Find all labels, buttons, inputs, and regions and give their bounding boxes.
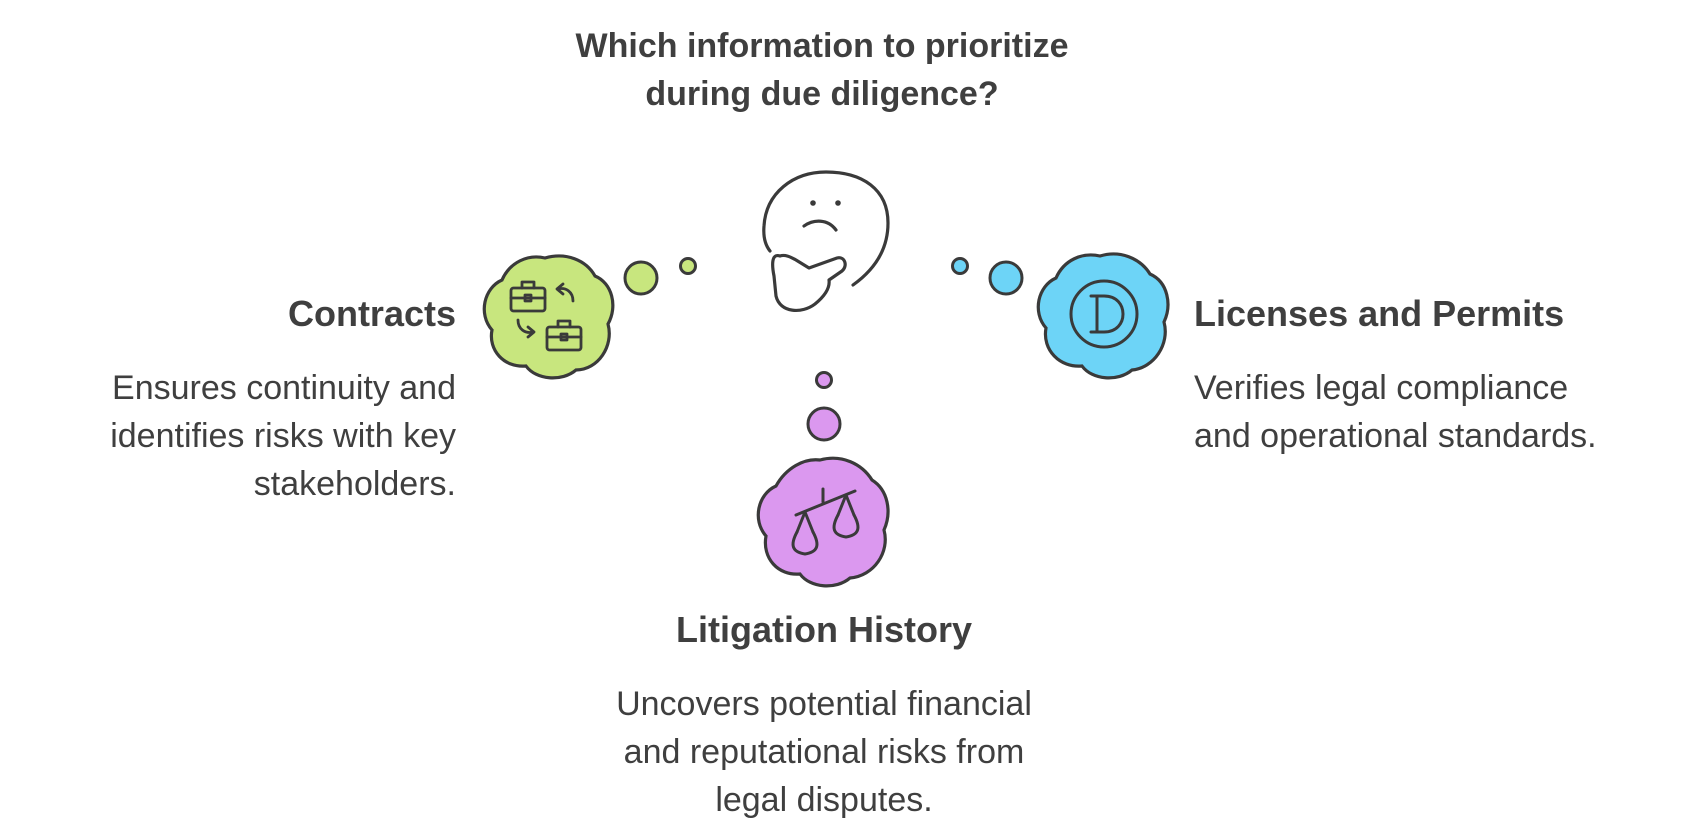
licenses-connector-dot-large xyxy=(988,260,1024,296)
licenses-connector-dot-small xyxy=(951,257,969,275)
litigation-desc-line-3: legal disputes. xyxy=(715,781,933,819)
letter-d-seal-icon xyxy=(1069,279,1139,349)
litigation-desc-line-2: and reputational risks from xyxy=(623,733,1025,771)
licenses-heading: Licenses and Permits xyxy=(1194,293,1565,334)
title-line-2: during due diligence? xyxy=(645,75,999,113)
licenses-blob xyxy=(1036,252,1170,380)
contracts-connector-dot-small xyxy=(679,257,697,275)
scales-of-justice-icon xyxy=(791,487,860,556)
litigation-desc-line-1: Uncovers potential financial xyxy=(616,685,1032,723)
diagram-title: Which information to prioritize during d… xyxy=(452,22,1192,118)
licenses-desc-line-1: Verifies legal compliance xyxy=(1194,369,1569,407)
briefcase-exchange-icon xyxy=(509,280,583,352)
litigation-heading: Litigation History xyxy=(676,609,972,650)
contracts-desc-line-3: stakeholders. xyxy=(253,465,456,503)
litigation-description: Uncovers potential financial and reputat… xyxy=(534,680,1114,824)
title-line-1: Which information to prioritize xyxy=(575,27,1069,65)
litigation-blob xyxy=(756,456,890,588)
contracts-description: Ensures continuity and identifies risks … xyxy=(20,364,456,508)
contracts-desc-line-2: identifies risks with key xyxy=(110,417,456,455)
thinking-face-icon xyxy=(762,170,890,312)
licenses-description: Verifies legal compliance and operationa… xyxy=(1194,364,1674,460)
contracts-heading: Contracts xyxy=(287,293,456,334)
litigation-connector-dot-small xyxy=(815,371,833,389)
litigation-connector-dot-large xyxy=(806,406,842,442)
contracts-connector-dot-large xyxy=(623,260,659,296)
contracts-blob xyxy=(482,254,615,380)
licenses-desc-line-2: and operational standards. xyxy=(1194,417,1597,455)
contracts-desc-line-1: Ensures continuity and xyxy=(112,369,456,407)
